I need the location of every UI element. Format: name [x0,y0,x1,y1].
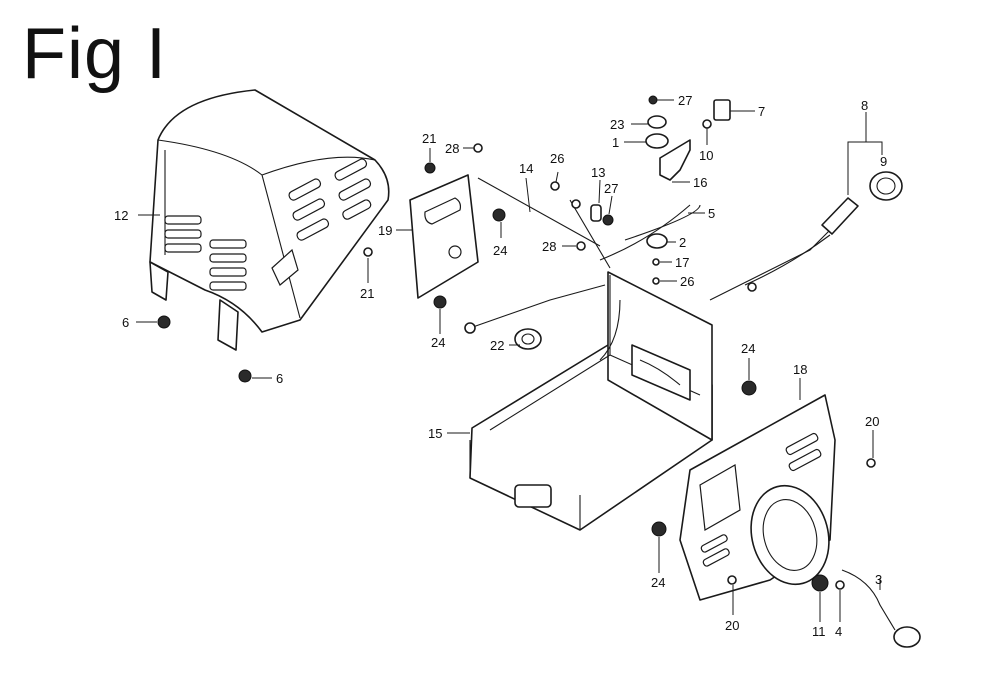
callout-24-c: 24 [741,341,755,356]
figure-title: Fig I [22,14,168,94]
bracket-plate [409,174,479,299]
callout-27-b: 27 [604,181,618,196]
callout-26-b: 26 [680,274,694,289]
callout-20-b: 20 [725,618,739,633]
callout-8: 8 [861,98,868,113]
callout-5: 5 [708,206,715,221]
callouts: 27 7 8 23 1 10 9 21 28 26 14 13 27 16 12… [114,93,887,639]
cover-vents-front [164,215,247,291]
callout-24-b: 24 [431,335,445,350]
callout-18: 18 [793,362,807,377]
fasteners [157,95,876,592]
callout-26-a: 26 [550,151,564,166]
callout-17: 17 [675,255,689,270]
callout-7: 7 [758,104,765,119]
callout-6-a: 6 [122,315,129,330]
callout-19: 19 [378,223,392,238]
control-rods-and-wires [464,171,921,648]
callout-24-d: 24 [651,575,665,590]
callout-11: 11 [812,624,826,639]
fan-housing [679,394,836,601]
engine-cover [149,89,390,351]
callout-3: 3 [875,572,882,587]
callout-12: 12 [114,208,128,223]
callout-21-a: 21 [422,131,436,146]
callout-6-b: 6 [276,371,283,386]
cover-vents-side [271,158,372,286]
callout-15: 15 [428,426,442,441]
callout-23: 23 [610,117,624,132]
callout-28-b: 28 [542,239,556,254]
callout-4: 4 [835,624,842,639]
callout-10: 10 [699,148,713,163]
callout-9: 9 [880,154,887,169]
callout-14: 14 [519,161,533,176]
callout-27-a: 27 [678,93,692,108]
callout-24-a: 24 [493,243,507,258]
callout-2: 2 [679,235,686,250]
callout-20-a: 20 [865,414,879,429]
callout-13: 13 [591,165,605,180]
base-tray [469,271,713,531]
callout-28-a: 28 [445,141,459,156]
callout-22: 22 [490,338,504,353]
callout-1: 1 [612,135,619,150]
leader-lines [136,99,883,622]
callout-16: 16 [693,175,707,190]
callout-21-b: 21 [360,286,374,301]
